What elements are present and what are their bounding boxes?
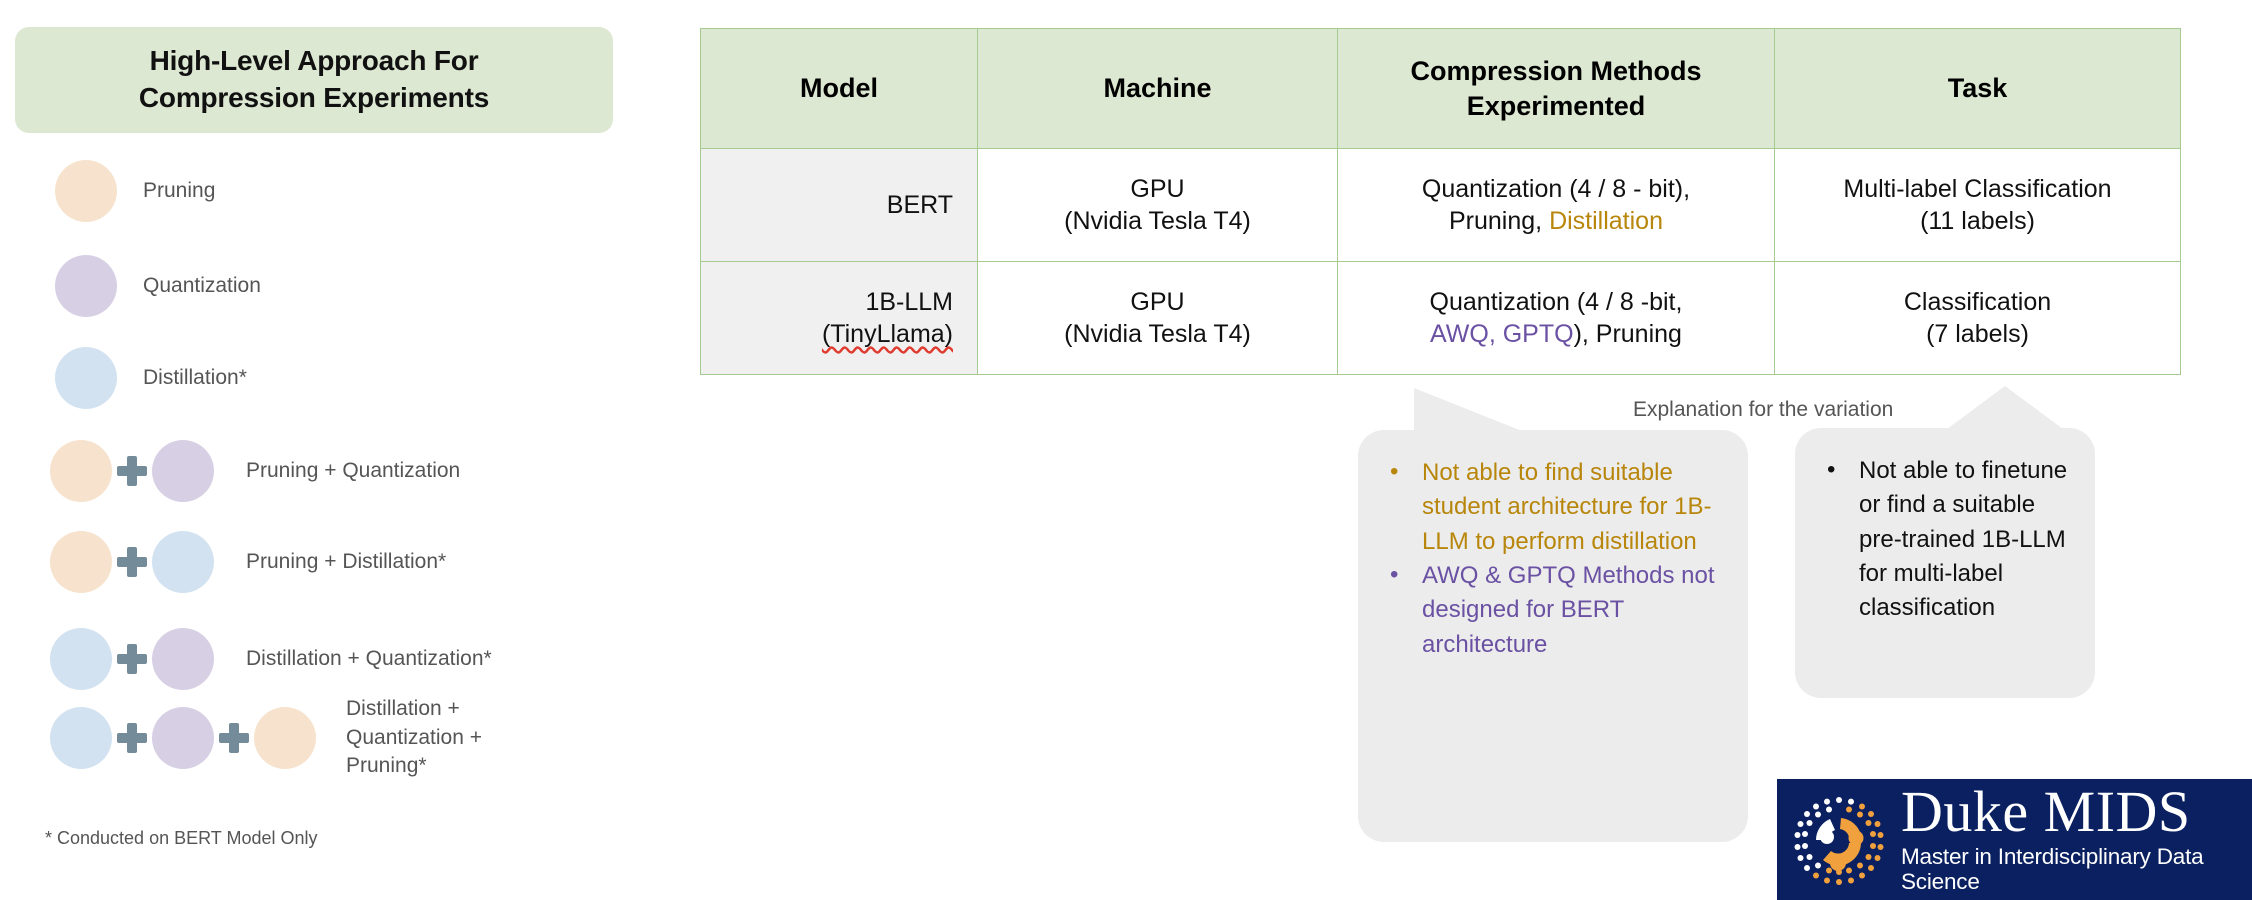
approach-panel: High-Level Approach For Compression Expe… bbox=[0, 0, 660, 900]
legend-label: Distillation* bbox=[143, 365, 247, 389]
pruning-dot-icon bbox=[50, 440, 112, 502]
callout-tail-icon bbox=[1414, 388, 1522, 431]
cell-model-bert: BERT bbox=[700, 148, 978, 262]
experiments-table: Model Machine Compression Methods Experi… bbox=[700, 28, 2181, 375]
cell-model-bert-text: BERT bbox=[886, 190, 953, 219]
quantization-dot-icon bbox=[55, 255, 117, 317]
cell-task-bert: Multi-label Classification (11 labels) bbox=[1774, 148, 2181, 262]
plus-icon bbox=[117, 644, 147, 674]
table-header-compression-methods-line-2: Experimented bbox=[1466, 90, 1646, 121]
distillation-dot-icon bbox=[152, 531, 214, 593]
legend-item-pruning-distillation[interactable]: Pruning + Distillation* bbox=[50, 531, 446, 593]
callout-bubble-left: Not able to find suitable student archit… bbox=[1358, 388, 1748, 842]
plus-icon bbox=[117, 722, 147, 753]
duke-mids-mark-icon bbox=[1783, 785, 1895, 895]
cell-methods-highlight-awq-gptq: AWQ, GPTQ bbox=[1430, 320, 1574, 348]
cell-task-line-2: (7 labels) bbox=[1926, 320, 2029, 348]
cell-machine-bert: GPU (Nvidia Tesla T4) bbox=[977, 148, 1338, 262]
table-header-machine: Machine bbox=[977, 28, 1338, 149]
cell-model-line-2: (TinyLlama) bbox=[821, 320, 953, 348]
legend-label: Distillation + Quantization* bbox=[246, 646, 492, 670]
callout-left-list: Not able to find suitable student archit… bbox=[1378, 455, 1726, 662]
distillation-dot-icon bbox=[50, 706, 112, 769]
callout-bubble-right: Not able to finetune or find a suitable … bbox=[1795, 386, 2095, 698]
pruning-dot-icon bbox=[55, 160, 117, 222]
legend-item-quantization[interactable]: Quantization bbox=[55, 255, 261, 317]
approach-title-line-2: Compression Experiments bbox=[138, 82, 490, 113]
pruning-dot-icon bbox=[50, 531, 112, 593]
duke-mids-subtitle: Master in Interdisciplinary Data Science bbox=[1901, 844, 2204, 894]
explanation-label: Explanation for the variation bbox=[1633, 398, 1894, 421]
duke-mids-title: Duke MIDS bbox=[1901, 779, 2191, 845]
callout-bullet-distillation: Not able to find suitable student archit… bbox=[1378, 455, 1726, 559]
distillation-dot-icon bbox=[50, 628, 112, 690]
table-header-compression-methods-line-1: Compression Methods bbox=[1410, 55, 1702, 86]
cell-model-1b-llm: 1B-LLM (TinyLlama) bbox=[700, 261, 978, 375]
legend-label: Pruning bbox=[143, 178, 216, 202]
cell-machine-line-2: (Nvidia Tesla T4) bbox=[1064, 207, 1251, 235]
legend-label: Distillation + Quantization + Pruning* bbox=[346, 697, 483, 778]
plus-icon bbox=[117, 456, 147, 486]
cell-methods-line-2-plain: Pruning, bbox=[1449, 207, 1550, 235]
cell-machine-line-1: GPU bbox=[1130, 174, 1185, 203]
plus-icon bbox=[117, 547, 147, 577]
cell-machine-line-1: GPU bbox=[1130, 287, 1185, 316]
cell-machine-1b-llm: GPU (Nvidia Tesla T4) bbox=[977, 261, 1338, 375]
callout-bullet-awq-gptq: AWQ & GPTQ Methods not designed for BERT… bbox=[1378, 558, 1726, 662]
legend-label: Quantization bbox=[143, 273, 261, 297]
plus-icon bbox=[219, 722, 249, 753]
callout-right-list: Not able to finetune or find a suitable … bbox=[1815, 453, 2073, 626]
legend-label: Pruning + Quantization bbox=[246, 458, 461, 482]
legend-item-distillation-quantization[interactable]: Distillation + Quantization* bbox=[50, 628, 492, 690]
cell-methods-line-1: Quantization (4 / 8 -bit, bbox=[1429, 287, 1683, 316]
quantization-dot-icon bbox=[152, 440, 214, 502]
cell-task-line-2: (11 labels) bbox=[1920, 207, 2035, 235]
cell-task-line-1: Classification bbox=[1903, 287, 2052, 316]
quantization-dot-icon bbox=[152, 628, 214, 690]
distillation-dot-icon bbox=[55, 347, 117, 409]
cell-methods-line-1: Quantization (4 / 8 - bit), bbox=[1421, 174, 1691, 203]
cell-task-1b-llm: Classification (7 labels) bbox=[1774, 261, 2181, 375]
legend-footnote: * Conducted on BERT Model Only bbox=[45, 828, 318, 848]
duke-mids-logo: Duke MIDS Master in Interdisciplinary Da… bbox=[1777, 779, 2252, 900]
callout-bullet-finetune: Not able to finetune or find a suitable … bbox=[1815, 453, 2073, 626]
cell-methods-highlight-distillation: Distillation bbox=[1549, 207, 1663, 235]
cell-machine-line-2: (Nvidia Tesla T4) bbox=[1064, 320, 1251, 348]
cell-methods-1b-llm: Quantization (4 / 8 -bit, AWQ, GPTQ), Pr… bbox=[1337, 261, 1775, 375]
cell-model-line-1: 1B-LLM bbox=[865, 287, 953, 316]
approach-title-box: High-Level Approach For Compression Expe… bbox=[15, 27, 613, 133]
legend-item-pruning[interactable]: Pruning bbox=[55, 160, 215, 222]
quantization-dot-icon bbox=[152, 706, 214, 769]
approach-title-line-1: High-Level Approach For bbox=[149, 45, 479, 77]
legend-item-distillation-quantization-pruning[interactable]: Distillation + Quantization + Pruning* bbox=[50, 695, 580, 781]
table-header-task: Task bbox=[1774, 28, 2181, 149]
legend-item-distillation[interactable]: Distillation* bbox=[55, 347, 247, 409]
duke-mids-wordmark: Duke MIDS Master in Interdisciplinary Da… bbox=[1895, 779, 2252, 894]
table-header-compression-methods: Compression Methods Experimented bbox=[1337, 28, 1775, 149]
callout-tail-icon bbox=[1947, 386, 2063, 429]
approach-title: High-Level Approach For Compression Expe… bbox=[139, 43, 489, 117]
legend-label: Pruning + Distillation* bbox=[246, 549, 447, 573]
pruning-dot-icon bbox=[254, 706, 316, 769]
legend-item-pruning-quantization[interactable]: Pruning + Quantization bbox=[50, 440, 460, 502]
cell-methods-line-2-suffix: ), Pruning bbox=[1573, 320, 1682, 348]
table-header-row: Model Machine Compression Methods Experi… bbox=[700, 28, 2181, 149]
table-row: BERT GPU (Nvidia Tesla T4) Quantization … bbox=[700, 148, 2181, 262]
cell-methods-bert: Quantization (4 / 8 - bit), Pruning, Dis… bbox=[1337, 148, 1775, 262]
table-header-model: Model bbox=[700, 28, 978, 149]
cell-task-line-1: Multi-label Classification bbox=[1843, 174, 2112, 203]
table-row: 1B-LLM (TinyLlama) GPU (Nvidia Tesla T4)… bbox=[700, 261, 2181, 375]
